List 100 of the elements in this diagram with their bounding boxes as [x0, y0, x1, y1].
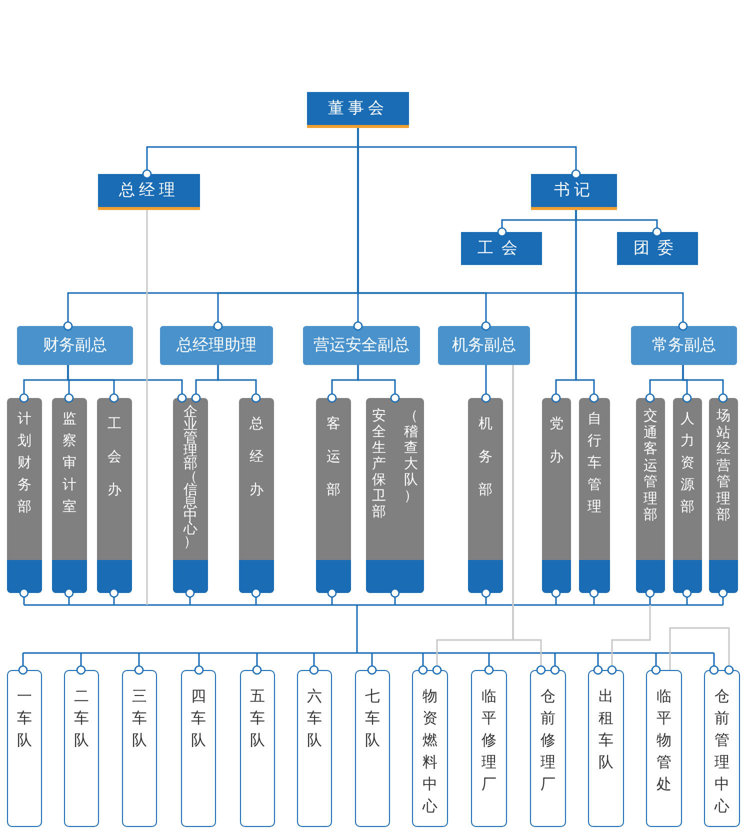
department-label: 计划财务部 [17, 410, 32, 517]
connector-line [645, 588, 655, 605]
department-label: 自行车管理 [587, 410, 602, 517]
unit-box [646, 670, 682, 827]
department-label: 监察审计室 [62, 410, 77, 517]
connector-line [327, 588, 337, 605]
department-box [673, 398, 702, 593]
connector-line [682, 588, 692, 605]
connector-line [194, 653, 204, 675]
box-label: 财务副总 [43, 335, 107, 356]
department-box [173, 398, 208, 593]
department-box [7, 398, 42, 593]
department-box [709, 398, 738, 593]
connector-line [709, 653, 719, 675]
box-label: 书记 [554, 180, 594, 201]
connector-line [593, 653, 603, 675]
connector-line [146, 210, 148, 605]
unit-box [122, 670, 157, 827]
box-label: 总经理助理 [176, 335, 256, 356]
box-label: 常务副总 [652, 335, 716, 356]
connector-line [217, 365, 261, 403]
connector-line [185, 588, 195, 605]
connector-line [669, 627, 734, 675]
unit-box [412, 670, 448, 827]
unit-box [297, 670, 332, 827]
unit-label: 出租车队 [598, 686, 614, 773]
unit-label: 二车队 [74, 686, 90, 751]
unit-label: 四车队 [190, 686, 206, 751]
department-label: 机务部 [478, 415, 493, 500]
box-label: 董事会 [328, 98, 388, 119]
connector-line [64, 588, 74, 605]
department-box [542, 398, 571, 593]
unit-label: 临平修理厂 [481, 686, 497, 795]
leader-box [307, 92, 409, 128]
department-label: 企业管理部（信息中心） [183, 406, 198, 549]
department-box [239, 398, 274, 593]
unit-box [7, 670, 42, 827]
connector-line [481, 588, 491, 605]
department-label: 总经办 [249, 415, 264, 500]
connector-line [18, 653, 28, 675]
connector-line [682, 365, 728, 403]
connector-line [651, 653, 661, 675]
connector-line [551, 588, 561, 605]
vice-president-box [438, 326, 530, 365]
department-box [316, 398, 351, 593]
unit-box [471, 670, 507, 827]
connector-line [550, 653, 560, 675]
department-label: 安全生产保卫部（稽查大队） [371, 408, 419, 520]
vice-president-box [160, 326, 273, 365]
unit-label: 六车队 [306, 686, 322, 751]
department-label: 客运部 [326, 415, 341, 500]
box-label: 总经理 [119, 180, 179, 201]
connector-line [718, 588, 728, 605]
department-label: 党办 [549, 415, 564, 467]
leader-box [531, 174, 617, 210]
vice-president-box [17, 326, 133, 365]
unit-box [355, 670, 390, 827]
department-box [468, 398, 503, 593]
connector-line [367, 653, 377, 675]
unit-label: 五车队 [250, 686, 266, 751]
connector-line [134, 653, 144, 675]
committee-box [461, 232, 542, 265]
unit-box [704, 670, 740, 827]
unit-box [181, 670, 216, 827]
department-label: 工会办 [107, 415, 122, 500]
unit-box [588, 670, 624, 827]
connector-line [481, 365, 491, 403]
connector-line [67, 365, 187, 403]
department-label: 场站经营管理部 [716, 408, 731, 524]
department-box [579, 398, 610, 593]
unit-label: 七车队 [364, 686, 380, 751]
box-label: 团委 [634, 238, 682, 259]
connector-line [575, 210, 599, 403]
connector-line [19, 588, 29, 605]
unit-label: 一车队 [16, 686, 32, 751]
connector-line [390, 588, 400, 605]
connector-line [109, 588, 119, 605]
vice-president-box [303, 326, 420, 365]
unit-box [64, 670, 99, 827]
department-box [52, 398, 87, 593]
unit-label: 三车队 [132, 686, 148, 751]
connector-line [309, 653, 319, 675]
leader-box [98, 174, 200, 210]
department-label: 人力资源部 [680, 410, 695, 517]
unit-label: 仓前修理厂 [540, 686, 556, 795]
department-box [97, 398, 132, 593]
connector-line [357, 365, 400, 403]
unit-box [240, 670, 275, 827]
connector-line [484, 653, 494, 675]
unit-label: 临平物管处 [656, 686, 672, 795]
department-box [366, 398, 424, 593]
unit-box [530, 670, 566, 827]
unit-label: 仓前管理中心 [714, 686, 730, 817]
box-label: 营运安全副总 [314, 335, 410, 356]
box-label: 工会 [478, 238, 526, 259]
department-label: 交通客运管理部 [643, 408, 658, 524]
box-label: 机务副总 [452, 335, 516, 356]
connector-line [512, 365, 546, 675]
connector-line [589, 588, 599, 605]
department-box [636, 398, 665, 593]
